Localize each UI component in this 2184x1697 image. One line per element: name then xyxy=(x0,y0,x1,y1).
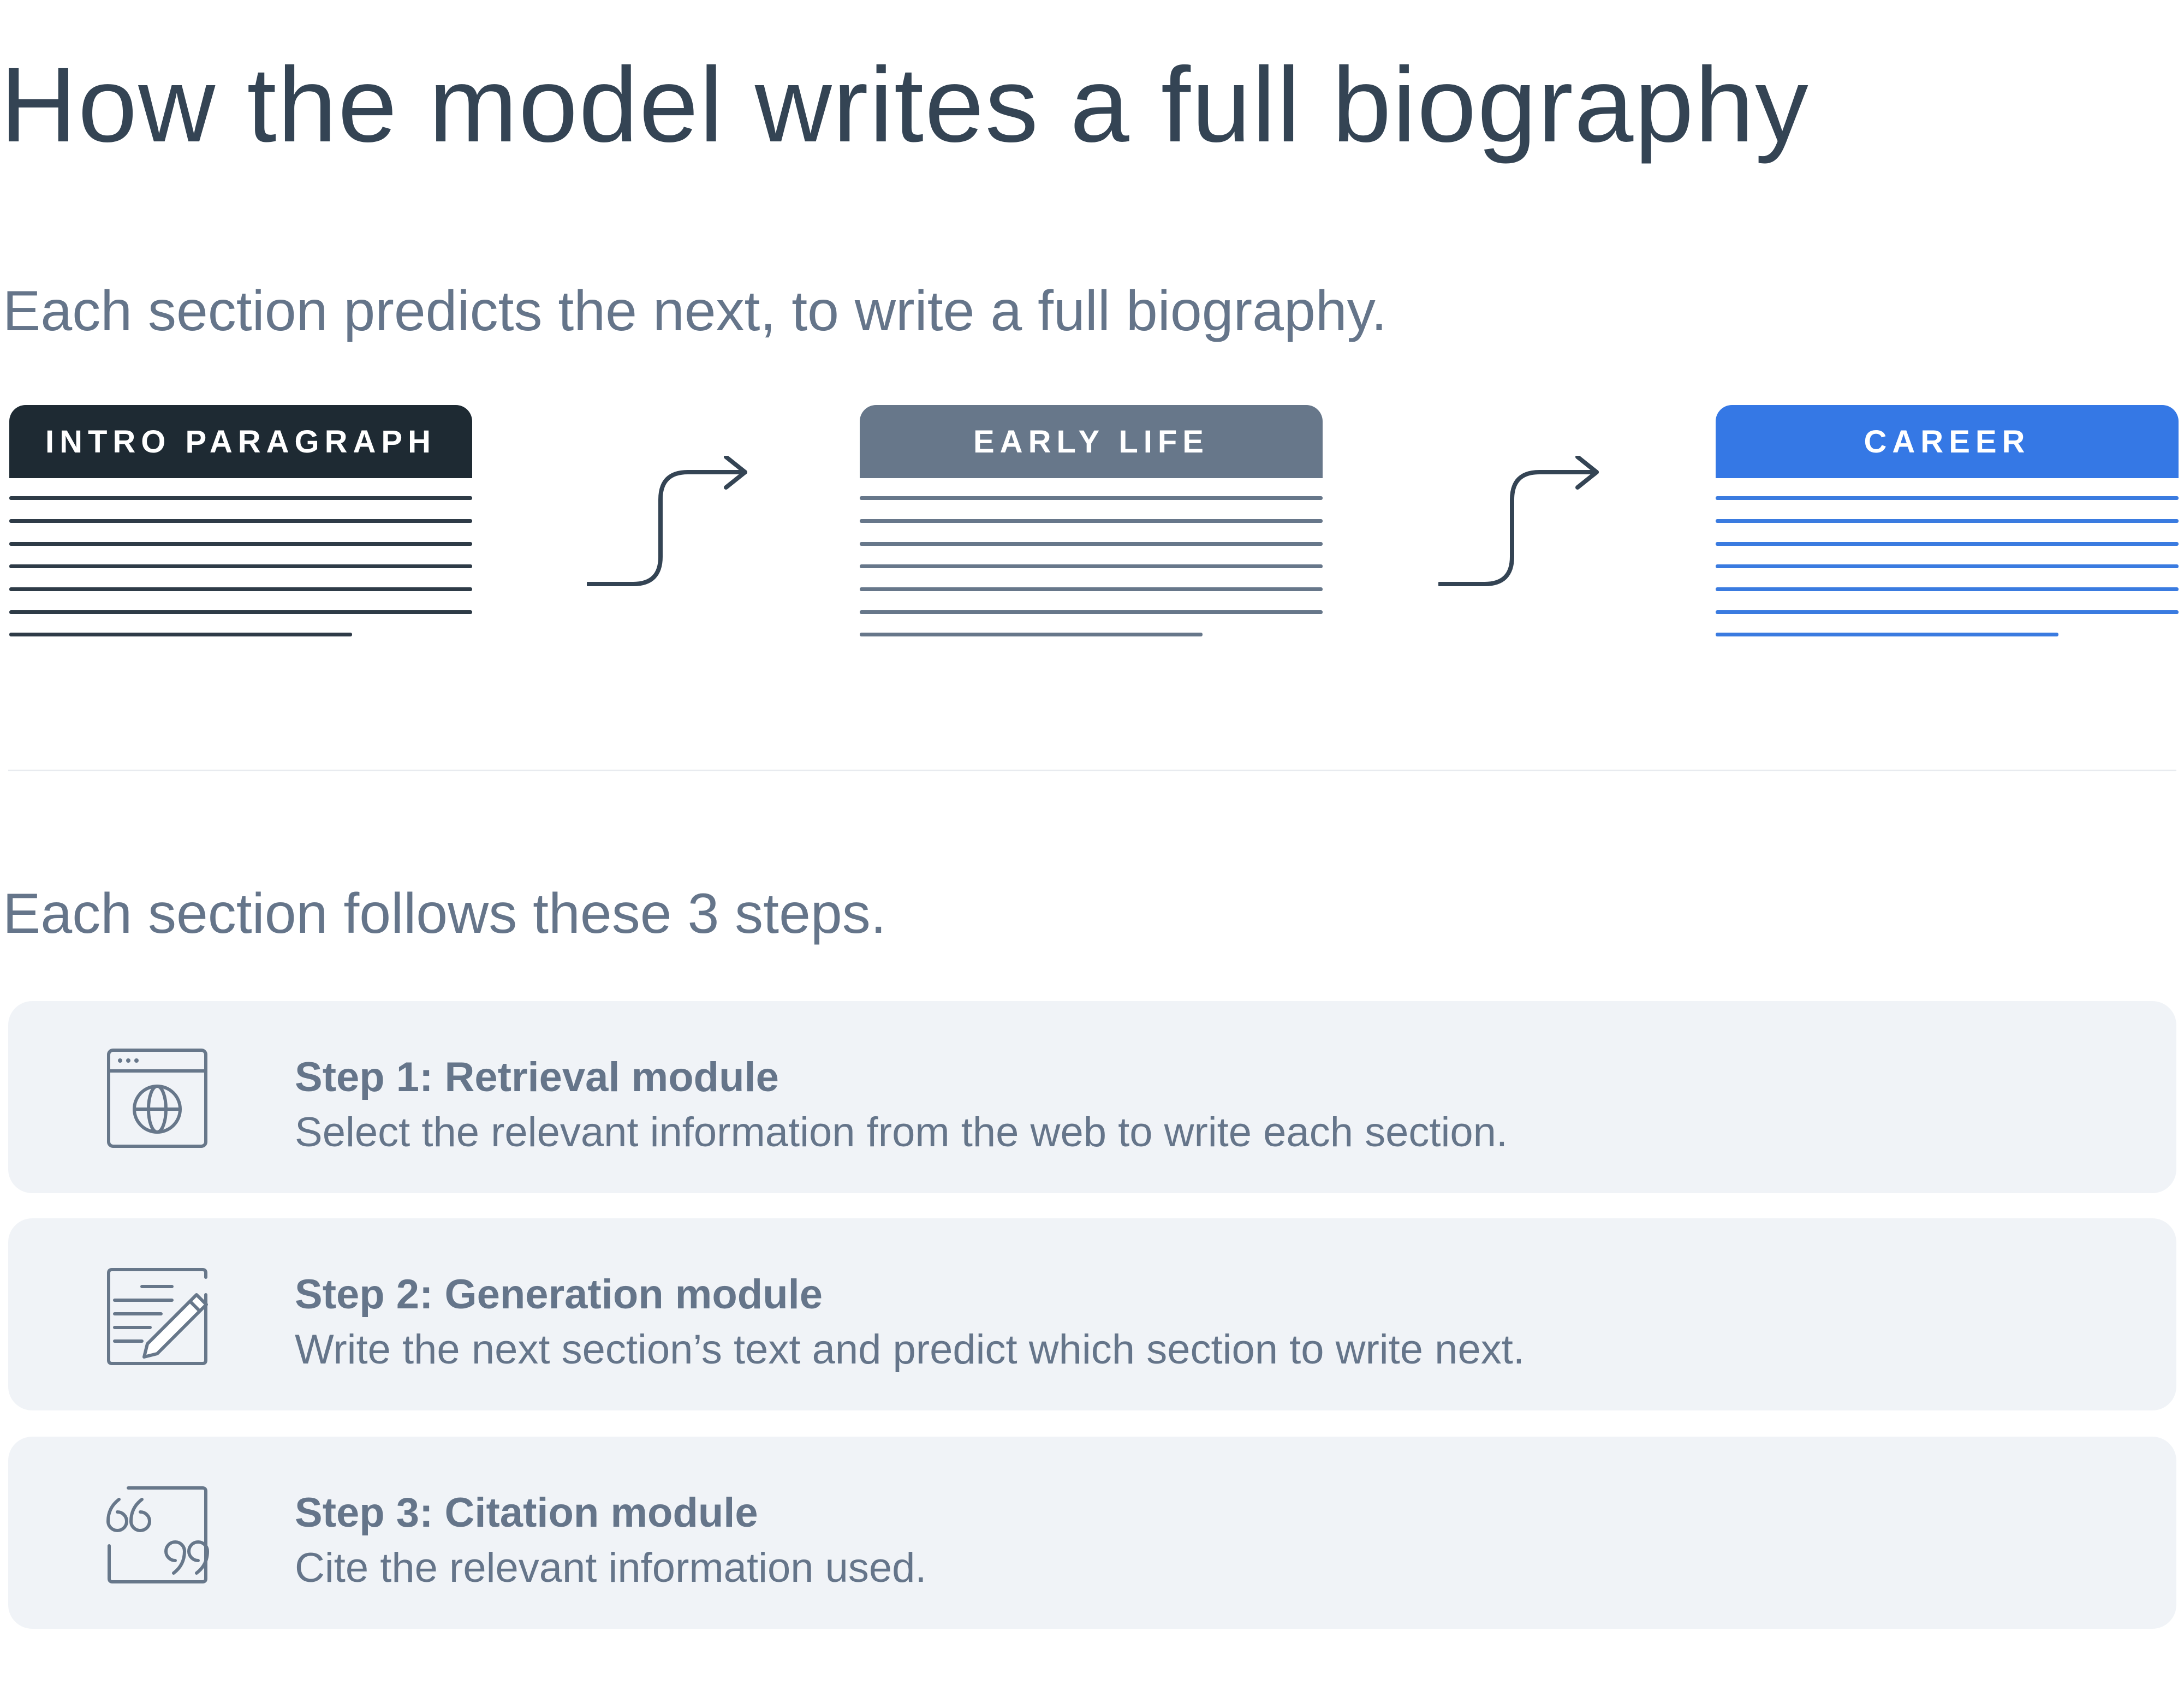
steps-subtitle: Each section follows these 3 steps. xyxy=(3,882,886,945)
step-description: Cite the relevant information used. xyxy=(295,1545,927,1591)
text-placeholder-line xyxy=(1716,564,2179,568)
section-card-lines xyxy=(1716,478,2179,718)
page-title: How the model writes a full biography xyxy=(0,45,1810,164)
text-placeholder-line xyxy=(9,610,472,614)
section-card-career: CAREER xyxy=(1716,405,2179,718)
text-placeholder-line xyxy=(860,542,1323,546)
quote-icon xyxy=(106,1486,210,1583)
section-card-lines xyxy=(860,478,1323,718)
text-placeholder-line xyxy=(1716,610,2179,614)
text-placeholder-line xyxy=(9,564,472,568)
step-description: Select the relevant information from the… xyxy=(295,1109,1508,1156)
text-placeholder-line xyxy=(1716,542,2179,546)
step-title: Step 1: Retrieval module xyxy=(295,1054,779,1100)
step-description: Write the next section’s text and predic… xyxy=(295,1326,1525,1373)
text-placeholder-line xyxy=(860,496,1323,500)
step-card-citation: Step 3: Citation module Cite the relevan… xyxy=(8,1437,2176,1629)
next-section-arrow-icon xyxy=(1438,456,1599,586)
text-placeholder-line xyxy=(9,587,472,591)
text-placeholder-line xyxy=(860,610,1323,614)
step-card-generation: Step 2: Generation module Write the next… xyxy=(8,1218,2176,1410)
section-card-lines xyxy=(9,478,472,718)
text-placeholder-line xyxy=(860,519,1323,523)
section-card-header: INTRO PARAGRAPH xyxy=(9,405,472,478)
step-title: Step 3: Citation module xyxy=(295,1490,758,1536)
text-placeholder-line xyxy=(9,542,472,546)
next-section-arrow-icon xyxy=(587,456,747,586)
browser-globe-icon xyxy=(107,1049,207,1148)
sections-subtitle: Each section predicts the next, to write… xyxy=(3,279,1387,343)
text-placeholder-line xyxy=(860,633,1203,636)
section-card-header: EARLY LIFE xyxy=(860,405,1323,478)
section-card-header: CAREER xyxy=(1716,405,2179,478)
text-placeholder-line xyxy=(9,519,472,523)
text-placeholder-line xyxy=(9,633,352,636)
section-divider xyxy=(8,770,2176,771)
section-card-early-life: EARLY LIFE xyxy=(860,405,1323,718)
step-card-retrieval: Step 1: Retrieval module Select the rele… xyxy=(8,1001,2176,1193)
text-placeholder-line xyxy=(1716,519,2179,523)
step-title: Step 2: Generation module xyxy=(295,1271,823,1318)
text-placeholder-line xyxy=(9,496,472,500)
text-placeholder-line xyxy=(1716,496,2179,500)
text-placeholder-line xyxy=(1716,587,2179,591)
text-placeholder-line xyxy=(1716,633,2058,636)
text-placeholder-line xyxy=(860,587,1323,591)
document-pencil-icon xyxy=(107,1268,208,1365)
text-placeholder-line xyxy=(860,564,1323,568)
section-card-intro: INTRO PARAGRAPH xyxy=(9,405,472,718)
